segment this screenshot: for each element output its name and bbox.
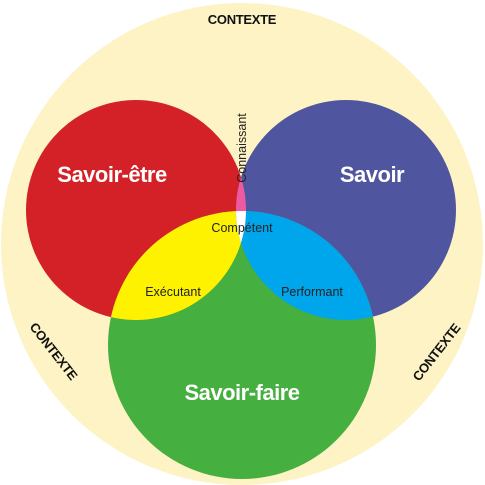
connaissant-label: Connaissant xyxy=(235,113,249,183)
performant-region xyxy=(236,211,376,320)
competent-label: Compétent xyxy=(211,221,273,235)
savoir-etre-label: Savoir-être xyxy=(57,162,167,187)
performant-label: Performant xyxy=(281,285,343,299)
context-label-top: CONTEXTE xyxy=(208,12,277,27)
executant-region xyxy=(108,211,246,320)
savoir-faire-label: Savoir-faire xyxy=(184,380,299,405)
executant-label: Exécutant xyxy=(145,285,201,299)
savoir-label: Savoir xyxy=(340,162,405,187)
